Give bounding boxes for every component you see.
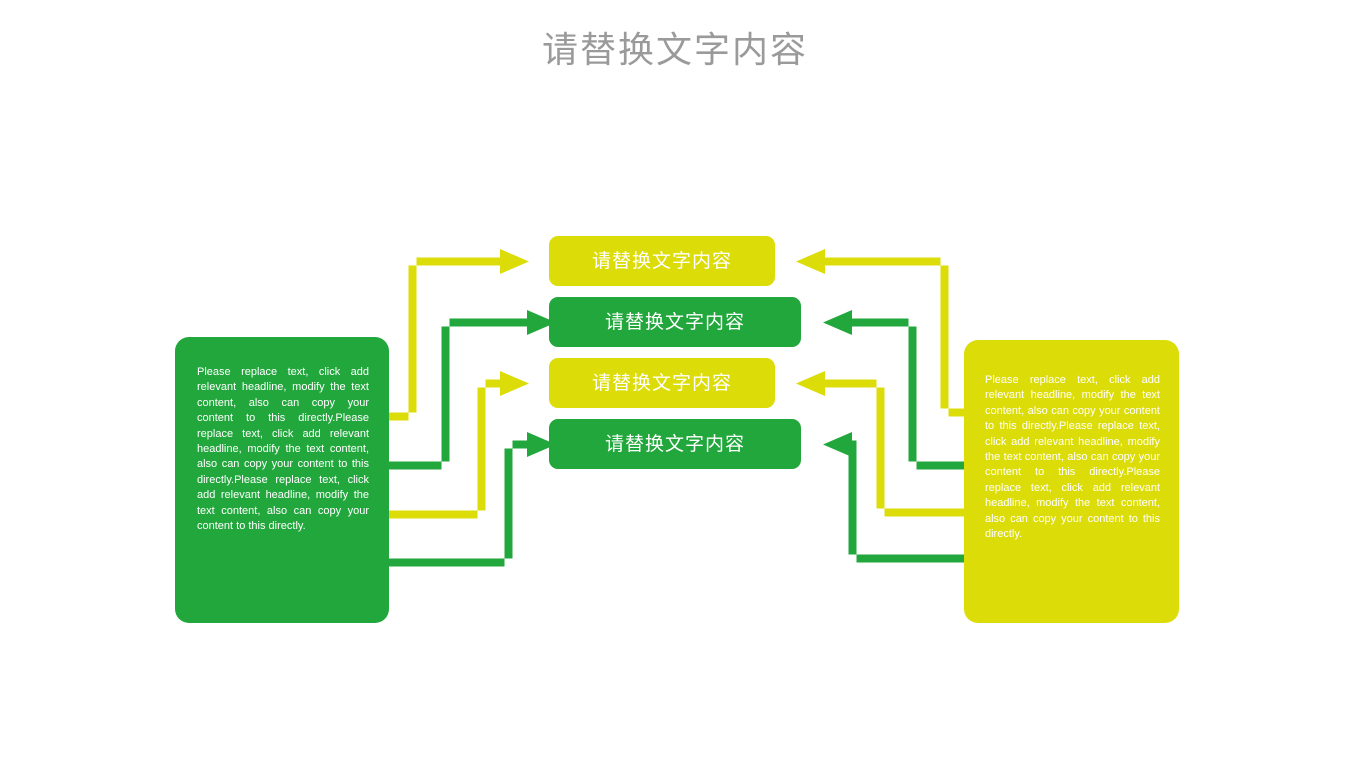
center-box-2[interactable]: 请替换文字内容	[549, 297, 801, 347]
left-panel-text: Please replace text, click add relevant …	[197, 366, 369, 533]
left-description-panel[interactable]: Please replace text, click add relevant …	[175, 337, 389, 623]
connector-left-1	[389, 249, 529, 421]
right-panel-text: Please replace text, click add relevant …	[985, 374, 1160, 541]
connector-right-2	[823, 310, 964, 470]
connector-left-2	[389, 310, 556, 470]
connector-right-4	[823, 432, 964, 563]
center-box-4[interactable]: 请替换文字内容	[549, 419, 801, 469]
center-box-3-label: 请替换文字内容	[591, 372, 732, 394]
center-box-1[interactable]: 请替换文字内容	[549, 236, 775, 286]
center-box-3[interactable]: 请替换文字内容	[549, 358, 775, 408]
connector-right-3	[796, 371, 964, 517]
center-box-4-label: 请替换文字内容	[604, 433, 745, 455]
connector-right-1	[796, 249, 964, 417]
connector-left-4	[389, 432, 556, 567]
page-title: 请替换文字内容	[541, 29, 808, 70]
right-description-panel[interactable]: Please replace text, click add relevant …	[964, 340, 1179, 623]
center-box-2-label: 请替换文字内容	[604, 311, 745, 333]
center-box-1-label: 请替换文字内容	[591, 250, 732, 272]
connector-left-3	[389, 371, 529, 519]
